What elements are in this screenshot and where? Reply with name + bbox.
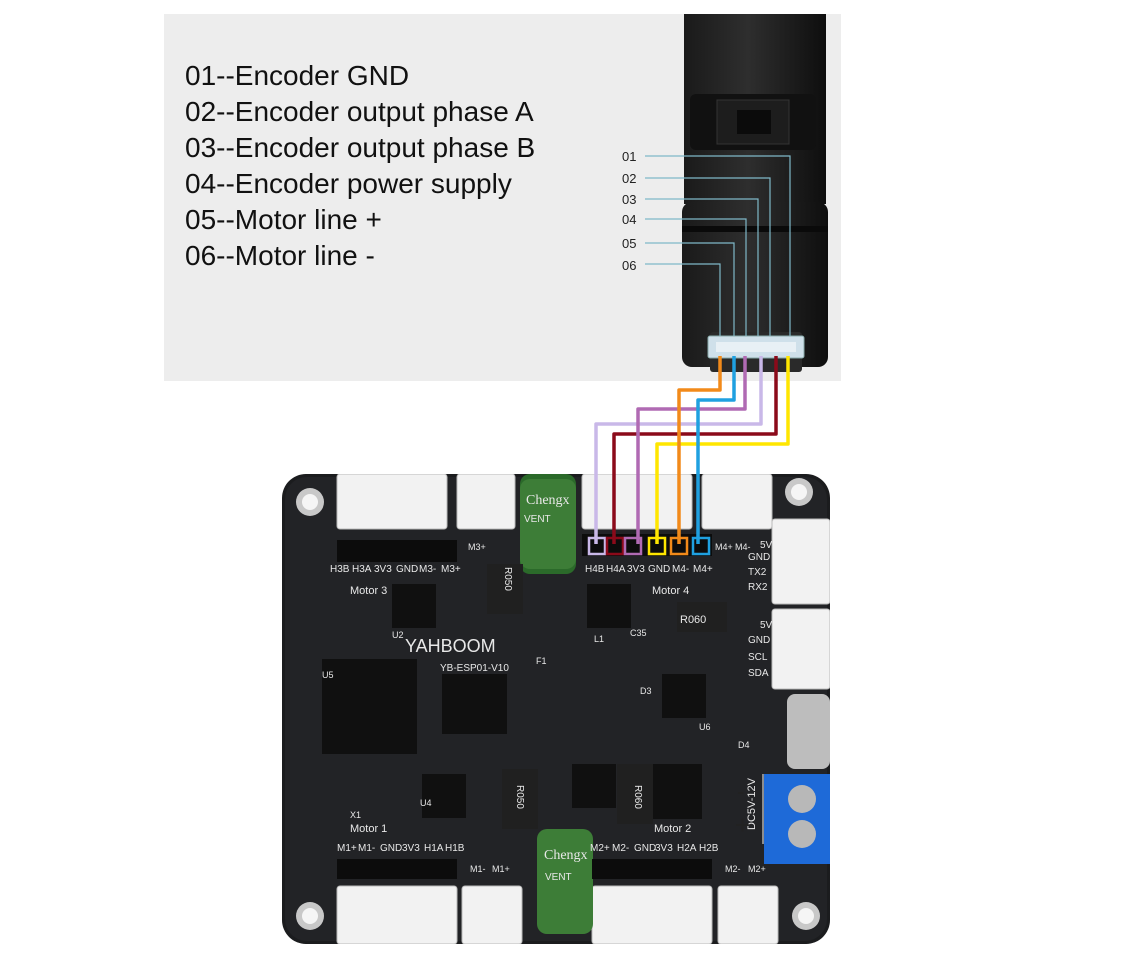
cap-brand-bottom: Chengx <box>544 848 588 863</box>
pin-label-03: 03 <box>622 192 637 207</box>
legend-line-04: 04--Encoder power supply <box>185 168 512 199</box>
legend-line-03: 03--Encoder output phase B <box>185 132 536 163</box>
mounting-holes <box>296 478 820 930</box>
pin-label-01: 01 <box>622 149 637 164</box>
legend-line-06: 06--Motor line - <box>185 240 375 271</box>
pin-label-06: 06 <box>622 258 637 273</box>
legend-line-01: 01--Encoder GND <box>185 60 410 91</box>
pin-label-04: 04 <box>622 212 637 227</box>
legend-line-05: 05--Motor line + <box>185 204 382 235</box>
pin-label-02: 02 <box>622 171 637 186</box>
legend-line-02: 02--Encoder output phase A <box>185 96 534 127</box>
pin-label-05: 05 <box>622 236 637 251</box>
driver-board: Chengx Chengx <box>282 474 830 944</box>
pin-legend: 01--Encoder GND 02--Encoder output phase… <box>185 58 615 274</box>
cap-brand-top: Chengx <box>526 493 570 508</box>
encoder-motor <box>682 14 828 372</box>
